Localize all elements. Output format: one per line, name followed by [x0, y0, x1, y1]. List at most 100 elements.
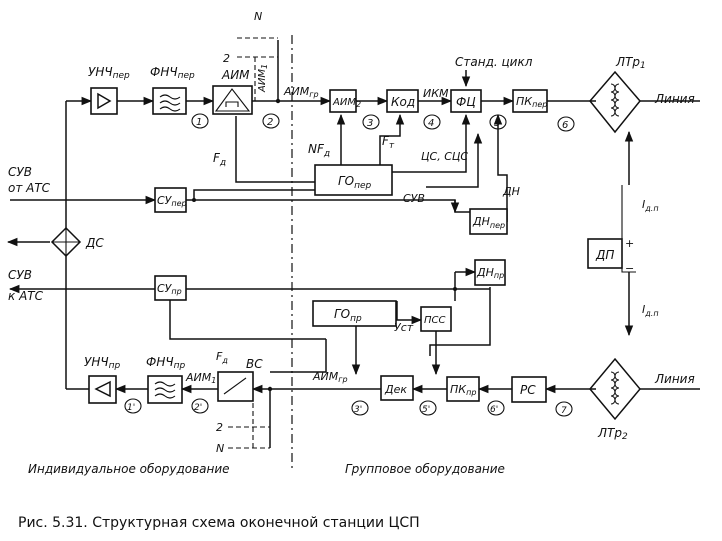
pk-pr-label: ПКпр — [450, 383, 476, 397]
lowpass-filter-icon — [154, 381, 176, 399]
svg-text:5: 5 — [494, 118, 500, 129]
two-bottom-label: 2 — [216, 421, 223, 434]
point-4 — [423, 114, 441, 130]
suv-from-ats-label: СУВ — [8, 165, 32, 179]
dp-block — [587, 238, 623, 269]
idp-bottom-label: Iд.п — [642, 303, 659, 318]
dn-per-block — [469, 208, 508, 235]
point-6p — [487, 400, 505, 416]
ds-label: ДС — [85, 236, 104, 250]
svg-text:1: 1 — [196, 117, 202, 128]
go-per-block — [314, 164, 393, 196]
ft-label: Fт — [382, 134, 395, 151]
point-1 — [191, 113, 209, 129]
vs-label: ВС — [246, 357, 263, 371]
pk-pr-block — [446, 376, 480, 402]
amplifier-icon — [94, 380, 111, 398]
svg-text:6: 6 — [562, 120, 568, 131]
ds-differential-system — [6, 226, 82, 389]
liniya-top-label: Линия — [654, 92, 695, 106]
dp-plus-label: + — [625, 237, 634, 250]
aim1-rx-label: АИМ1 — [185, 371, 216, 385]
aim-modulator-icon — [214, 88, 251, 112]
ikm-label: ИКМ — [423, 87, 449, 100]
n-top-label: N — [254, 10, 262, 23]
su-per-label: СУпер — [157, 194, 187, 208]
to-ats-label: к АТС — [8, 289, 44, 303]
test-points-top: 1 2 3 4 5 6 — [191, 113, 575, 132]
dek-label: Дек — [384, 383, 407, 396]
svg-text:2': 2' — [194, 403, 202, 413]
dn-per-label: ДНпер — [472, 215, 505, 230]
kod-label: Код — [391, 95, 415, 109]
figure-caption: Рис. 5.31. Структурная схема оконечной с… — [18, 515, 420, 531]
suv-label: СУВ — [403, 192, 425, 205]
stand-cycle-label: Станд. цикл — [455, 55, 533, 69]
svg-text:1': 1' — [127, 403, 135, 413]
point-6 — [557, 116, 575, 132]
unch-pr-block — [88, 375, 117, 404]
n-bottom-label: N — [216, 442, 224, 455]
control-wires-lower — [8, 267, 491, 376]
fnch-pr-label: ФНЧпр — [146, 355, 185, 371]
aim1-top-label: АИМ1 — [257, 64, 269, 93]
svg-text:7: 7 — [561, 406, 567, 416]
control-wires-upper — [10, 113, 508, 222]
pk-per-block — [512, 89, 548, 113]
dn-pr-label: ДНпр — [476, 266, 504, 280]
pk-per-label: ПКпер — [516, 95, 547, 109]
idp-top-label: Iд.п — [642, 198, 659, 213]
point-1p — [124, 398, 142, 414]
fd-label: Fд — [213, 151, 226, 168]
transmit-chain — [65, 37, 596, 228]
dn-pr-block — [474, 259, 506, 286]
rs-block — [511, 376, 547, 403]
dn-label: ДН — [502, 185, 520, 198]
svg-text:2: 2 — [267, 117, 273, 128]
go-pr-block — [312, 300, 397, 327]
aim2-label: АИМ2 — [332, 97, 361, 109]
point-3 — [362, 114, 380, 130]
ltr1-line-transformer — [589, 70, 700, 134]
dp-remote-power — [621, 130, 636, 337]
unch-per-block — [90, 87, 118, 115]
point-2 — [262, 113, 280, 129]
dek-block — [380, 375, 414, 401]
switch-icon — [223, 377, 247, 395]
individual-equipment-label: Индивидуальное оборудование — [28, 462, 230, 476]
receive-chain — [66, 384, 596, 449]
cs-csc-label: ЦС, СЦС — [421, 150, 468, 163]
lowpass-filter-icon — [159, 94, 181, 112]
point-7 — [555, 401, 573, 417]
dp-label: ДП — [595, 248, 614, 262]
su-per-block — [154, 187, 187, 213]
fnch-per-label: ФНЧпер — [150, 65, 195, 81]
vs-block — [217, 371, 254, 402]
aim-gr-label: АИМгр — [283, 85, 319, 99]
test-points-bottom: 1' 2' 3' 5' 6' 7 — [124, 398, 573, 417]
dp-minus-label: − — [625, 262, 634, 275]
ltr2-line-transformer — [589, 357, 700, 421]
go-per-label: ГОпер — [338, 174, 372, 191]
fnch-per-block — [152, 87, 187, 115]
fc-label: ФЦ — [456, 95, 476, 109]
rs-label: РС — [520, 383, 536, 397]
from-ats-label: от АТС — [8, 181, 51, 195]
unch-per-label: УНЧпер — [88, 65, 130, 81]
point-3p — [351, 400, 369, 416]
ltr1-label: ЛТр1 — [615, 55, 646, 71]
pss-block — [420, 306, 452, 332]
point-2p — [191, 398, 209, 414]
svg-text:4: 4 — [428, 118, 434, 129]
point-5p — [419, 400, 437, 416]
amplifier-icon — [97, 92, 112, 110]
aim-gr-rx-label: АИМгр — [312, 370, 348, 384]
go-pr-label: ГОпр — [334, 307, 362, 324]
svg-text:5': 5' — [422, 405, 430, 415]
liniya-bottom-label: Линия — [654, 372, 695, 386]
unch-pr-label: УНЧпр — [84, 355, 120, 371]
svg-text:3': 3' — [354, 405, 362, 415]
aim2-block — [329, 89, 357, 113]
svg-text:6': 6' — [490, 405, 498, 415]
